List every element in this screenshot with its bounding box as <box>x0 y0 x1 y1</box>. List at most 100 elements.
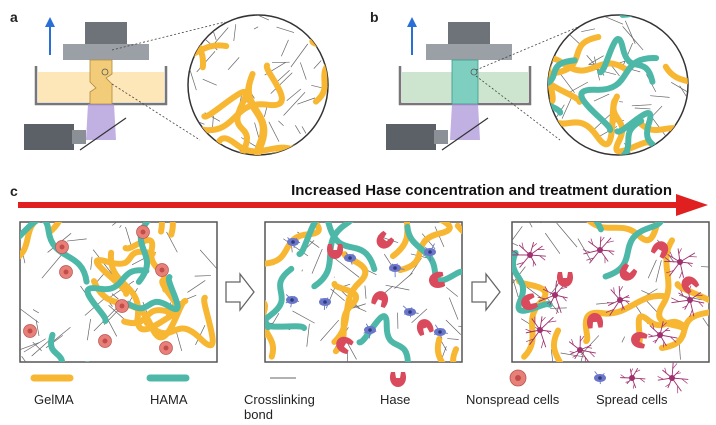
legend-spread-label: Spread cells <box>596 392 668 407</box>
crosslink-bond <box>294 125 301 135</box>
light-beam <box>450 104 480 140</box>
crosslink-bond <box>605 16 624 25</box>
crosslink-bond <box>202 78 217 86</box>
crosslink-bond <box>301 269 303 272</box>
hama-fiber <box>0 262 11 312</box>
crosslink-bond <box>233 24 237 42</box>
crosslink-bond <box>667 147 672 155</box>
crosslink-bond <box>548 34 561 36</box>
crosslink-bond <box>300 62 307 80</box>
gelma-fiber <box>199 62 285 134</box>
spread-cell <box>402 305 419 318</box>
hama-fiber <box>296 222 378 273</box>
spread-cell-medium <box>620 367 646 389</box>
crosslink-bond <box>306 240 315 248</box>
crosslink-bond <box>330 288 345 301</box>
gelma-fiber <box>46 222 62 236</box>
crosslink-bond <box>394 272 413 289</box>
crosslink-bond <box>650 95 670 98</box>
projector-lens <box>434 130 448 144</box>
crosslink-bond <box>23 338 46 353</box>
hama-fiber <box>404 223 462 284</box>
crosslink-bond <box>567 81 589 94</box>
crosslink-bond <box>276 26 295 33</box>
spread-cell <box>568 335 596 362</box>
crosslink-bond <box>292 310 315 324</box>
crosslink-bond <box>647 259 657 279</box>
crosslink-bond <box>301 126 307 134</box>
crosslink-bond <box>512 242 519 247</box>
crosslink-bond <box>268 121 280 142</box>
crosslink-bond <box>277 69 290 82</box>
crosslink-bond <box>66 238 87 242</box>
crosslink-bond <box>227 57 240 70</box>
gelma-fiber <box>210 135 307 155</box>
gelma-fiber <box>158 222 165 235</box>
hase-enzyme <box>681 276 700 295</box>
hama-fiber <box>48 331 90 362</box>
spread-cell <box>664 248 697 279</box>
crosslink-bond <box>189 68 197 91</box>
legend-crosslink-label: Crosslinking <box>244 392 315 407</box>
crosslink-bond <box>21 356 27 362</box>
hase-enzyme <box>336 336 354 355</box>
hama-fiber <box>602 222 664 280</box>
banner-arrow-icon <box>18 194 708 216</box>
crosslink-bond <box>700 266 709 268</box>
crosslink-bond <box>702 317 709 328</box>
stage-3-box <box>511 221 710 363</box>
crosslink-bond <box>621 336 625 343</box>
gelma-fiber <box>108 249 179 333</box>
legend-gelma-label: GelMA <box>34 392 74 407</box>
banner-arrow: Increased Hase concentration and treatme… <box>18 182 708 216</box>
crosslink-bond <box>593 93 610 102</box>
legend-crosslink-label-line2: bond <box>244 407 273 422</box>
gelma-fiber <box>634 104 688 147</box>
crosslink-bond <box>187 280 206 293</box>
transition-arrow-icon <box>225 272 255 312</box>
hama-fiber <box>20 222 90 285</box>
spread-cell <box>363 323 377 339</box>
crosslink-bond <box>283 92 306 116</box>
mirror <box>441 117 489 151</box>
gelma-fiber <box>188 15 189 57</box>
build-plate <box>63 44 149 60</box>
crosslink-bond <box>364 285 367 299</box>
crosslink-bond <box>20 308 39 323</box>
hama-fiber <box>597 36 656 85</box>
nonspread-cell <box>55 240 69 254</box>
crosslink-bond <box>264 106 268 117</box>
gelma-fiber <box>188 42 230 90</box>
spread-cell <box>582 236 615 264</box>
gelma-fiber <box>454 222 462 235</box>
panel-label-c: c <box>10 183 18 199</box>
legend-nonspread-label: Nonspread cells <box>466 392 560 407</box>
crosslink-bond <box>512 226 523 241</box>
hase-enzyme <box>326 244 344 259</box>
crosslink-bond <box>199 249 217 270</box>
crosslink-bond <box>313 60 322 69</box>
up-arrow-head-icon <box>407 17 417 27</box>
hama-fiber <box>605 117 645 155</box>
nonspread-cell <box>98 334 112 348</box>
crosslink-bond <box>272 61 290 64</box>
crosslink-bond <box>297 97 316 105</box>
spread-cell <box>433 324 448 339</box>
banner-text: Increased Hase concentration and treatme… <box>291 182 672 199</box>
nonspread-cell <box>155 263 169 277</box>
spread-cell <box>512 242 546 268</box>
crosslink-bond <box>32 341 42 352</box>
crosslink-bond <box>112 222 118 226</box>
stage-1-box <box>0 221 218 363</box>
crosslink-bond <box>447 338 459 340</box>
hase-enzyme <box>619 263 638 281</box>
projector-lens <box>72 130 86 144</box>
hase-enzyme <box>376 230 395 249</box>
hase-enzyme <box>417 319 434 337</box>
printer-b <box>386 17 591 151</box>
crosslink-bond <box>550 307 567 309</box>
crosslink-bond <box>290 43 309 68</box>
hase-enzyme <box>650 241 669 259</box>
crosslink-bond <box>670 81 688 92</box>
